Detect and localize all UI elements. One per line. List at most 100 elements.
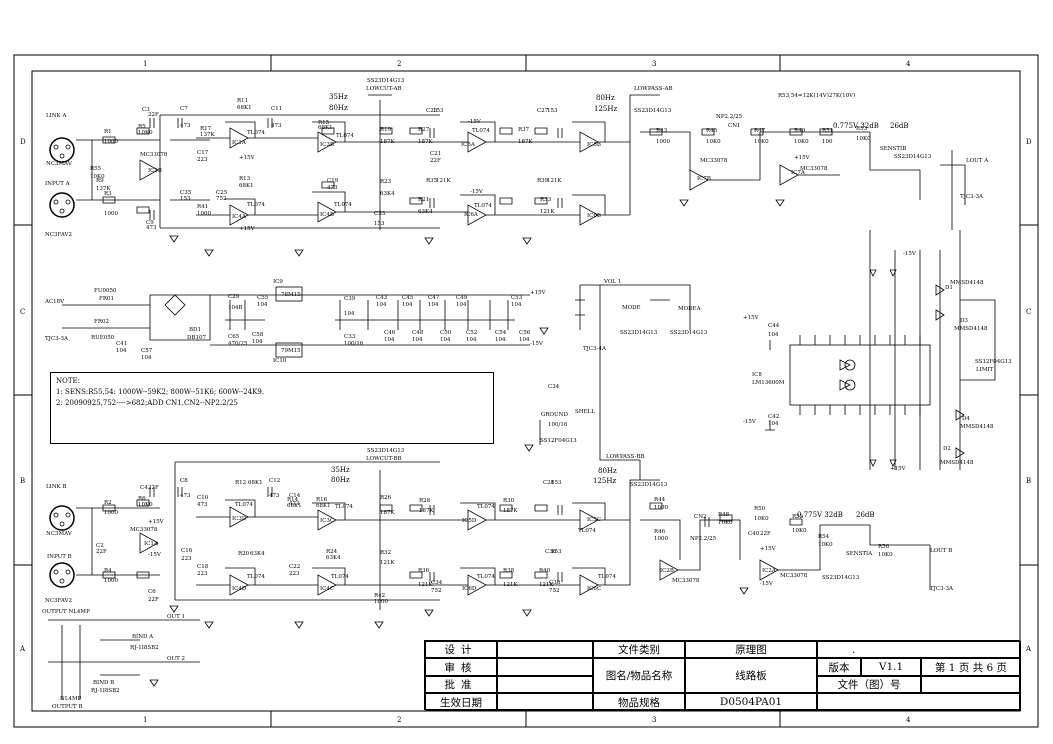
cn2-label: CN2 (694, 514, 707, 520)
db26-b: 26dB (856, 511, 875, 519)
parts-b-label: R52 (792, 514, 803, 520)
hz80-a: 80Hz (329, 104, 348, 112)
p15-ic8: +15V (743, 315, 760, 321)
ic6b-label: IC6B (587, 213, 601, 219)
nl4mp-label: NL4MP (60, 696, 82, 702)
p15-b2: +15V (760, 546, 777, 552)
ss-sens-b: SS23D14G13 (822, 575, 860, 581)
ic5d-label: IC5D (462, 518, 477, 524)
mc33078-a: MC33078 (140, 152, 168, 158)
bind-a-label: BIND A (132, 634, 154, 640)
tl074-b5: TL074 (247, 574, 265, 580)
parts-b-label: C10 (197, 495, 209, 501)
limiter-wiring (765, 230, 996, 470)
sens-a: SENSTIB (880, 146, 906, 152)
sens-b: SENSTIA (846, 551, 873, 557)
supply-caps-label: 104 (466, 337, 477, 343)
parts-b-label: R54 (818, 534, 830, 540)
ic1b-label: IC1B (148, 168, 162, 174)
parts-a-label: R11 (237, 98, 248, 104)
design-value (497, 641, 593, 658)
parts-b-label: 473 (197, 502, 208, 508)
ic4c-label: IC4C (320, 586, 334, 592)
ic9-label: IC9 (273, 279, 283, 285)
ic4b-label: IC4B (320, 212, 334, 218)
hz35-b: 35Hz (331, 466, 350, 474)
parts-a-label: C11 (271, 106, 282, 112)
parts-b-label: 10K0 (138, 502, 153, 508)
lowcut-b: LOWCUT-BB (366, 456, 402, 462)
fuse-a: FU0050 (94, 288, 117, 294)
ic4d-label: IC4D (232, 586, 247, 592)
parts-b-label: R32 (380, 550, 391, 556)
supply-caps-label: C50 (440, 330, 452, 336)
ic6d-label: IC6D (462, 586, 477, 592)
tl074-a1: TL074 (247, 130, 265, 136)
supply-caps-label: C57 (141, 348, 153, 354)
d2-label: D2 (943, 446, 951, 452)
p15-supply: +15V (530, 290, 547, 296)
supply-caps-label: 104 (519, 337, 530, 343)
col-label-4: 4 (906, 60, 911, 68)
lowcut-a: LOWCUT-AB (366, 86, 402, 92)
supply-caps-label: C34 (548, 384, 560, 390)
ic7b-label: IC7B (697, 176, 711, 182)
supply-caps-label: 104 (440, 337, 451, 343)
d1-label: D1 (945, 285, 953, 291)
db-b: 0.775V 32dB (797, 511, 843, 519)
supply-caps-label: 470/25 (228, 341, 248, 347)
reg-pos: 78M15 (281, 292, 301, 298)
parts-a-label: C23 (426, 108, 438, 114)
ss-lp-b: SS23D14G13 (630, 482, 668, 488)
parts-b-label: 1000 (654, 536, 668, 542)
supply-caps-label: 104 (116, 348, 127, 354)
tl074-b3: TL074 (477, 504, 495, 510)
parts-b-label: 63K4 (326, 555, 341, 561)
ic5b-label: IC5B (587, 142, 601, 148)
parts-a-label: C33 (374, 211, 386, 217)
supply-caps-label: C47 (428, 295, 440, 301)
parts-b-label: 10K0 (878, 552, 893, 558)
parts-b-label: C6 (148, 589, 156, 595)
supply-caps-label: C55 (257, 295, 269, 301)
parts-b-label: 187K (503, 508, 518, 514)
supply-caps-label: C52 (466, 330, 477, 336)
parts-a-label: 68K1 (318, 125, 333, 131)
mc33078-a3: MC33078 (800, 166, 828, 172)
supply-caps-label: C39 (344, 296, 356, 302)
parts-b-label: C2 (96, 543, 104, 549)
parts-a-label: 137K (200, 132, 215, 138)
diode-2: MMSD4148 (954, 326, 988, 332)
parts-b-label: 473 (289, 501, 300, 507)
parts-a-label: 121K (436, 178, 451, 184)
doc-type-value: 原理图 (685, 641, 817, 658)
vol1: VOL 1 (603, 279, 621, 285)
n15-lim: -15V (903, 251, 917, 257)
n15-ic8: -15V (743, 419, 757, 425)
supply-caps-label: 104 (456, 302, 467, 308)
supply-caps-label: C56 (519, 330, 531, 336)
page-info: 第 1 页 共 6 页 (921, 658, 1021, 676)
parts-a-label: R17 (200, 126, 212, 132)
mc33078-b: MC33078 (130, 527, 158, 533)
ss-gnd: SS12F04G13 (540, 438, 577, 444)
parts-a-label: R45 (706, 128, 718, 134)
parts-b-label: R40 (539, 568, 551, 574)
supply-caps-label: 104B (228, 305, 243, 311)
p15-a2: +15V (239, 226, 256, 232)
name-label: 图名/物品名称 (593, 658, 685, 693)
col-label-4-bottom: 4 (906, 716, 911, 724)
parts-a-label: 63K4 (418, 209, 433, 215)
parts-b-label: 473 (180, 493, 191, 499)
parts-a-label: 473 (271, 123, 282, 129)
supply-caps-label: C58 (252, 332, 264, 338)
parts-b-label: R48 (718, 512, 730, 518)
input-a-label: INPUT A (45, 181, 71, 187)
parts-b-label: C14 (289, 493, 301, 499)
rj11-b-label: RJ-1I8SB2 (91, 688, 120, 694)
parts-b-label: 22F (148, 485, 159, 491)
ss-low-b: SS23D14G13 (367, 448, 405, 454)
parts-a-label: C7 (180, 106, 188, 112)
parts-b-label: 121K (380, 560, 395, 566)
title-blank (817, 693, 1021, 711)
